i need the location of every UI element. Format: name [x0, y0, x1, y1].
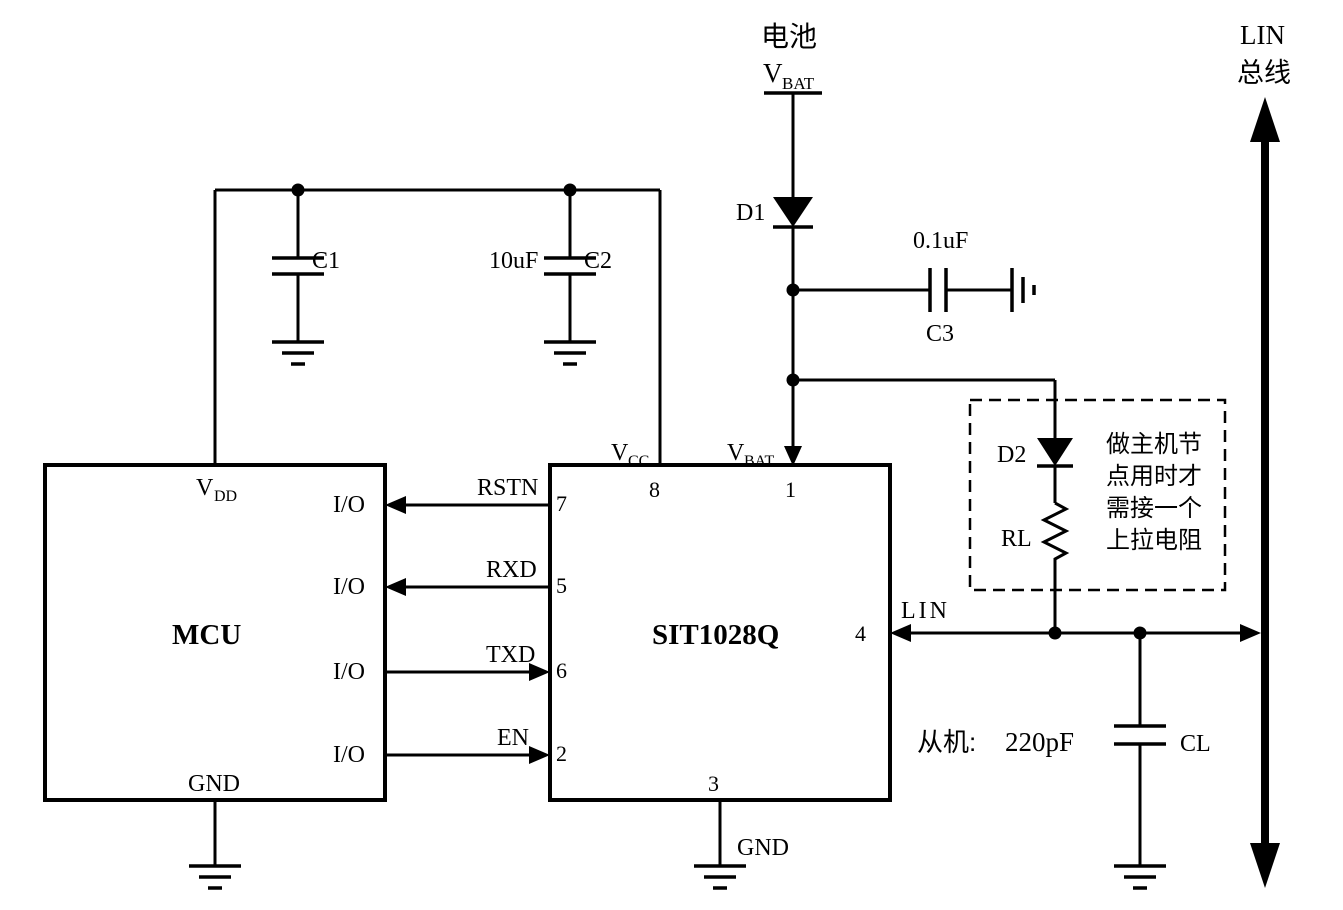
diode-d1	[773, 197, 813, 229]
pullup-dashed-box	[968, 398, 1227, 592]
ground-c1	[272, 340, 324, 366]
junction-dot	[1048, 626, 1062, 640]
rl-label: RL	[1001, 526, 1032, 552]
c1-label: C1	[312, 248, 340, 274]
mcu-vdd-sub: DD	[214, 488, 237, 505]
chip-vbat-sub: BAT	[744, 453, 774, 470]
c2-label: C2	[584, 248, 612, 274]
mcu-gnd-label: GND	[188, 771, 240, 797]
en-label: EN	[497, 725, 529, 751]
junction-dot	[786, 373, 800, 387]
lin-arrow-left	[890, 624, 911, 642]
c3-label: C3	[926, 321, 954, 347]
mcu-title: MCU	[172, 619, 241, 651]
chip-pin7: 7	[556, 491, 567, 516]
mcu-block	[43, 463, 387, 802]
chip-vbat-label: V	[727, 440, 745, 466]
chip-pin8: 8	[649, 477, 660, 502]
chip-gnd-label: GND	[737, 835, 789, 861]
junction-dot	[1133, 626, 1147, 640]
junction-dot	[563, 183, 577, 197]
c3-value: 0.1uF	[913, 228, 968, 254]
d1-label: D1	[736, 200, 765, 226]
rxd-arrow-left	[385, 578, 406, 596]
capacitor-c1	[272, 256, 324, 276]
lin-bus-label-1: LIN	[1240, 20, 1285, 50]
en-arrow-right	[529, 746, 550, 764]
lin-arrow-right	[1240, 624, 1261, 642]
chip-pin3: 3	[708, 771, 719, 796]
lin-signal-label: LIN	[901, 598, 950, 624]
txd-arrow-right	[529, 663, 550, 681]
ground-cl	[1114, 864, 1166, 890]
vbat-arrow-down	[784, 446, 802, 466]
cl-label: CL	[1180, 731, 1211, 757]
ground-mcu	[189, 864, 241, 890]
d2-triangle	[1037, 438, 1073, 466]
mcu-io-label-2: I/O	[333, 574, 365, 600]
chip-pin4: 4	[855, 621, 866, 646]
pullup-note-line3: 需接一个	[1106, 495, 1202, 522]
sit1028q-block	[548, 463, 892, 802]
chip-pin5: 5	[556, 573, 567, 598]
vbat-top-sub: BAT	[782, 74, 815, 93]
chip-pin6: 6	[556, 658, 567, 683]
rstn-label: RSTN	[477, 475, 538, 501]
ground-c2	[544, 340, 596, 366]
mcu-io-label-1: I/O	[333, 492, 365, 518]
lin-bus	[1250, 97, 1280, 888]
slave-label: 从机:	[917, 727, 976, 757]
d1-triangle	[773, 197, 813, 227]
cl-value: 220pF	[1005, 727, 1074, 757]
txd-label: TXD	[486, 642, 535, 668]
pullup-note-line2: 点用时才	[1106, 463, 1202, 490]
junction-dot	[291, 183, 305, 197]
capacitor-cl	[1114, 724, 1166, 746]
d2-label: D2	[997, 442, 1026, 468]
capacitor-c3	[928, 268, 948, 312]
chip-pin2: 2	[556, 741, 567, 766]
lin-bus-arrow-up	[1250, 97, 1280, 142]
mcu-vdd-label: V	[196, 475, 214, 501]
chip-title: SIT1028Q	[652, 619, 779, 651]
diode-d2	[1037, 438, 1073, 468]
c2-value: 10uF	[489, 248, 538, 274]
chip-vcc-label: V	[611, 440, 629, 466]
junction-dots	[291, 183, 1147, 640]
vbat-top-label: V	[763, 58, 783, 88]
chip-vcc-sub: CC	[628, 453, 649, 470]
resistor-rl	[1040, 501, 1070, 565]
chip-pin1: 1	[785, 477, 796, 502]
rstn-arrow-left	[385, 496, 406, 514]
lin-bus-arrow-down	[1250, 843, 1280, 888]
mcu-io-label-4: I/O	[333, 742, 365, 768]
mcu-io-label-3: I/O	[333, 659, 365, 685]
capacitor-c2	[544, 256, 596, 276]
battery-label: 电池	[761, 21, 817, 52]
wires	[213, 91, 1242, 866]
lin-bus-label-2: 总线	[1237, 58, 1291, 88]
ground-c3	[1010, 268, 1036, 312]
junction-dot	[786, 283, 800, 297]
ground-chip	[694, 864, 746, 890]
arrowheads	[385, 446, 1261, 764]
rxd-label: RXD	[486, 557, 537, 583]
pullup-note-line1: 做主机节	[1106, 431, 1202, 458]
pullup-note-line4: 上拉电阻	[1106, 527, 1202, 554]
